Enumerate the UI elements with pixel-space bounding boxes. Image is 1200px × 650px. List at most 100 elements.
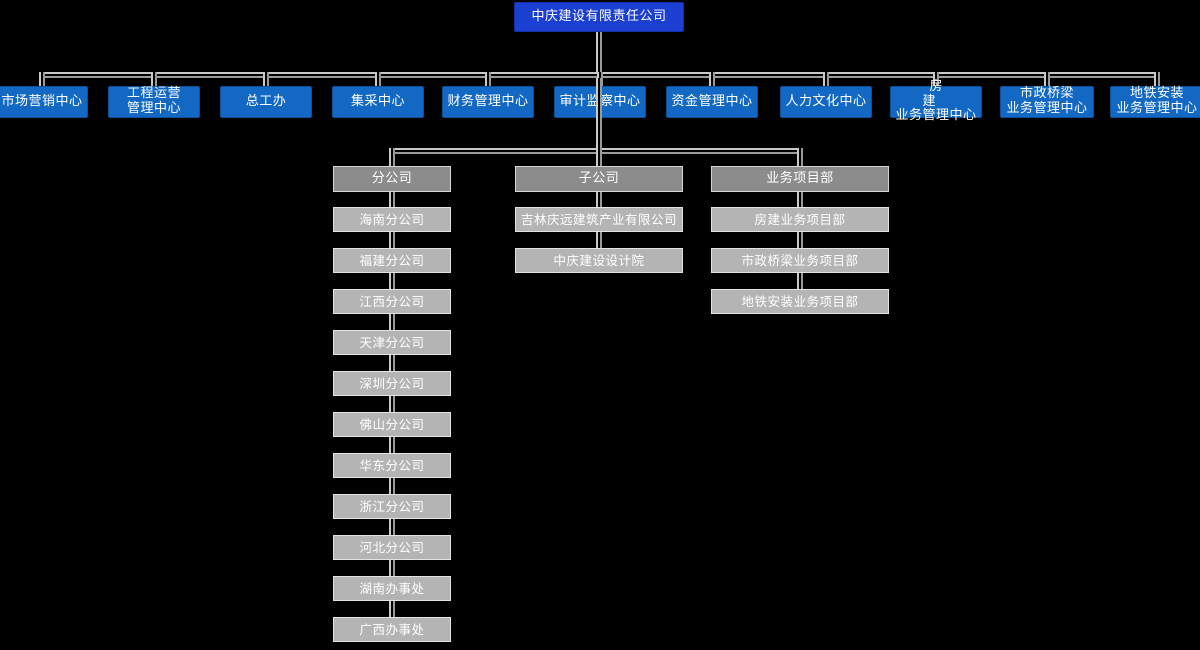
node-group-header[interactable]: 子公司 (515, 166, 683, 192)
node-leaf[interactable]: 海南分公司 (333, 207, 451, 232)
connector-leaf-link (389, 355, 395, 371)
node-leaf[interactable]: 深圳分公司 (333, 371, 451, 396)
node-department-label: 地铁安装业务管理中心 (1111, 87, 1200, 116)
node-department-label: 财务管理中心 (443, 93, 533, 110)
connector-department-stub (485, 72, 491, 86)
node-leaf[interactable]: 中庆建设设计院 (515, 248, 683, 273)
connector-mid-stem (596, 78, 602, 152)
node-department-label: 人力文化中心 (781, 94, 871, 110)
node-leaf-label: 深圳分公司 (359, 375, 425, 391)
connector-leaf-link (389, 560, 395, 576)
node-department-line: 财务管理中心 (447, 93, 529, 109)
node-leaf[interactable]: 浙江分公司 (333, 494, 451, 519)
node-root-label: 中庆建设有限责任公司 (531, 8, 667, 24)
connector-leaf-link (797, 273, 803, 289)
node-group-header-label: 子公司 (578, 170, 620, 186)
node-department[interactable]: 市场营销中心 (0, 86, 88, 118)
connector-department-stub (263, 72, 269, 86)
node-leaf-label: 佛山分公司 (359, 416, 425, 432)
node-leaf[interactable]: 华东分公司 (333, 453, 451, 478)
node-group-header[interactable]: 分公司 (333, 166, 451, 192)
connector-department-stub (375, 72, 381, 86)
connector-department-stub (709, 72, 715, 86)
node-department-line: 集采中心 (350, 93, 405, 109)
node-department[interactable]: 工程运营管理中心 (108, 86, 200, 118)
node-department-line: 管理中心 (126, 101, 181, 116)
connector-leaf-link (797, 232, 803, 248)
node-department-line: 工程运营 (126, 86, 181, 102)
node-department-label: 集采中心 (333, 93, 423, 110)
node-department-label: 资金管理中心 (667, 94, 757, 110)
node-department-line: 总工办 (245, 93, 287, 109)
connector-leaf-link (389, 232, 395, 248)
node-department-label: 房 建业务管理中心 (891, 79, 981, 124)
connector-group-bus (392, 148, 798, 154)
node-leaf[interactable]: 福建分公司 (333, 248, 451, 273)
connector-leaf-link (389, 273, 395, 289)
node-department-line: 业务管理中心 (895, 108, 977, 124)
connector-leaf-link (389, 519, 395, 535)
node-leaf-label: 地铁安装业务项目部 (741, 293, 859, 309)
node-leaf[interactable]: 吉林庆远建筑产业有限公司 (515, 207, 683, 232)
connector-group-stub (797, 148, 803, 166)
node-department-line: 市政桥梁 (1019, 86, 1074, 102)
connector-department-stub (39, 72, 45, 86)
node-leaf[interactable]: 佛山分公司 (333, 412, 451, 437)
connector-leaf-link (389, 601, 395, 617)
node-leaf-label: 天津分公司 (359, 334, 425, 350)
node-leaf-label: 海南分公司 (359, 211, 425, 227)
node-leaf-label: 市政桥梁业务项目部 (741, 252, 859, 268)
node-leaf-label: 福建分公司 (359, 252, 425, 268)
node-department-line: 业务管理中心 (1116, 101, 1198, 116)
node-department-label: 工程运营管理中心 (109, 87, 199, 116)
node-department[interactable]: 财务管理中心 (442, 86, 534, 118)
connector-department-stub (1154, 72, 1160, 86)
node-leaf[interactable]: 地铁安装业务项目部 (711, 289, 889, 314)
node-department[interactable]: 总工办 (220, 86, 312, 118)
connector-department-stub (823, 72, 829, 86)
node-department[interactable]: 资金管理中心 (666, 86, 758, 118)
node-leaf-label: 浙江分公司 (359, 498, 425, 514)
node-department-label: 总工办 (221, 93, 311, 110)
connector-department-stub (933, 72, 939, 86)
node-group-header[interactable]: 业务项目部 (711, 166, 889, 192)
node-department-label: 市场营销中心 (0, 93, 87, 110)
connector-leaf-link (596, 232, 602, 248)
node-leaf[interactable]: 天津分公司 (333, 330, 451, 355)
node-leaf-label: 河北分公司 (359, 539, 425, 555)
node-leaf-label: 湖南办事处 (359, 580, 425, 596)
connector-leaf-link (389, 478, 395, 494)
node-leaf[interactable]: 广西办事处 (333, 617, 451, 642)
node-department[interactable]: 市政桥梁业务管理中心 (1000, 86, 1094, 118)
node-leaf-label: 江西分公司 (359, 293, 425, 309)
node-department[interactable]: 集采中心 (332, 86, 424, 118)
node-department-line: 业务管理中心 (1006, 101, 1088, 116)
node-leaf[interactable]: 市政桥梁业务项目部 (711, 248, 889, 273)
node-department[interactable]: 人力文化中心 (780, 86, 872, 118)
connector-leaf-link (389, 396, 395, 412)
connector-leaf-link (797, 192, 803, 207)
node-leaf[interactable]: 江西分公司 (333, 289, 451, 314)
node-leaf[interactable]: 湖南办事处 (333, 576, 451, 601)
node-department-label: 市政桥梁业务管理中心 (1001, 87, 1093, 116)
node-leaf-label: 吉林庆远建筑产业有限公司 (520, 211, 677, 227)
connector-leaf-link (389, 437, 395, 453)
node-leaf-label: 房建业务项目部 (754, 211, 846, 227)
node-department[interactable]: 房 建业务管理中心 (890, 79, 982, 123)
connector-leaf-link (389, 192, 395, 207)
node-department-line: 市场营销中心 (1, 93, 83, 109)
connector-leaf-link (596, 192, 602, 207)
node-root[interactable]: 中庆建设有限责任公司 (514, 2, 684, 32)
node-department[interactable]: 地铁安装业务管理中心 (1110, 86, 1200, 118)
node-leaf[interactable]: 河北分公司 (333, 535, 451, 560)
connector-leaf-link (389, 314, 395, 330)
connector-department-stub (151, 72, 157, 86)
connector-root-stem (596, 32, 602, 74)
node-leaf-label: 中庆建设设计院 (553, 252, 645, 268)
node-group-header-label: 业务项目部 (766, 170, 834, 186)
node-leaf[interactable]: 房建业务项目部 (711, 207, 889, 232)
connector-department-stub (1044, 72, 1050, 86)
connector-group-stub (389, 148, 395, 166)
node-leaf-label: 广西办事处 (359, 621, 425, 637)
